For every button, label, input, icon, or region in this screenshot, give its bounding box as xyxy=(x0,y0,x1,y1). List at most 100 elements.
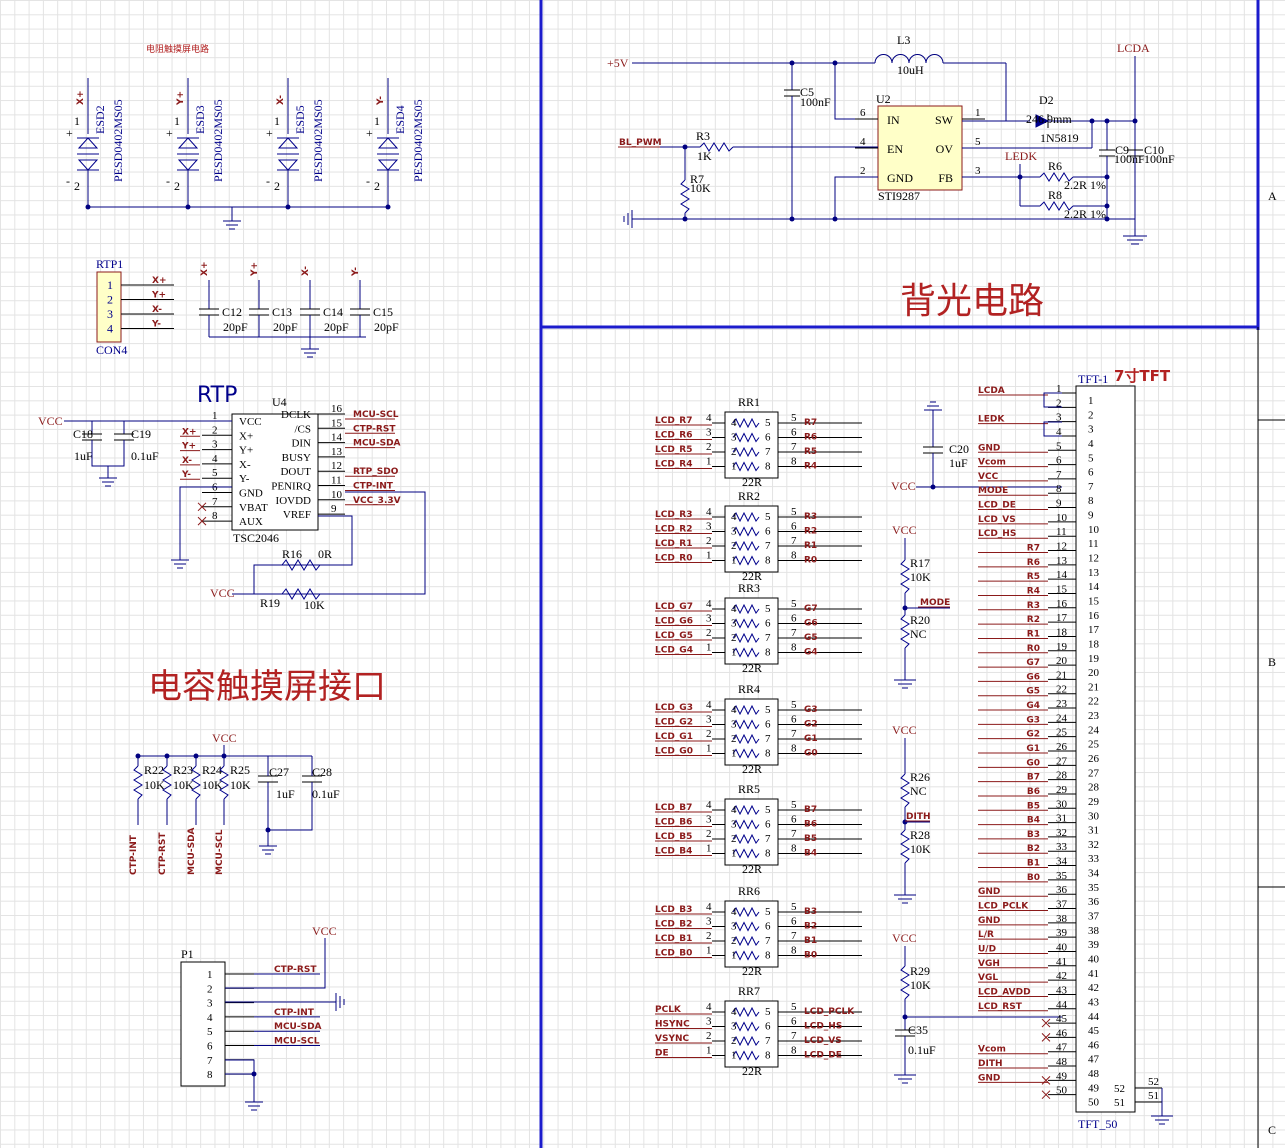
tft-net-label: R2 xyxy=(1027,615,1040,625)
resistor-array-inner-left: 3 xyxy=(731,921,737,933)
u2-left-pin-name: EN xyxy=(887,142,903,156)
u4-right-pin-name: VREF xyxy=(283,509,311,521)
p1-vcc-wire xyxy=(225,938,326,989)
u4-right-pin-number: 16 xyxy=(331,403,343,415)
resistor-array-element xyxy=(732,833,760,845)
tft-pin-inner-number: 14 xyxy=(1088,581,1100,593)
r28-ground-symbol xyxy=(894,894,916,904)
resistor-array-inner-left: 3 xyxy=(731,1021,737,1033)
tft-net-label: G4 xyxy=(1026,701,1040,711)
resistor-array-left-pin-number: 2 xyxy=(706,930,712,942)
tft-pin-inner-number: 46 xyxy=(1088,1039,1100,1051)
tft-pin-inner-number: 50 xyxy=(1088,1097,1100,1109)
tft-pin-inner-number: 30 xyxy=(1088,810,1100,822)
tft-pin-inner-number: 6 xyxy=(1088,467,1094,479)
tft-pin-outer-number: 14 xyxy=(1056,569,1068,581)
tft-pin-inner-number: 45 xyxy=(1088,1025,1100,1037)
u2-left-pin-number: 6 xyxy=(860,107,866,119)
tft-pin-inner-number: 5 xyxy=(1088,452,1094,464)
tft-pin-outer-number: 45 xyxy=(1056,1013,1068,1025)
u2-right-pin-number: 3 xyxy=(975,165,981,177)
resistor-array-right-pin-number: 5 xyxy=(791,799,797,811)
tft-pin-outer-number: 19 xyxy=(1056,641,1068,653)
resistor-array-right-pin-number: 7 xyxy=(791,930,797,942)
tft-pin-inner-number: 12 xyxy=(1088,553,1099,565)
resistor-array-left-pin-number: 1 xyxy=(706,1045,712,1057)
tft-no-connect-mark xyxy=(1041,1090,1051,1100)
u4-left-pin-number: 1 xyxy=(212,410,218,422)
resistor-array-right-pin-number: 6 xyxy=(791,521,797,533)
zone-label-b: B xyxy=(1268,655,1276,669)
resistor-array-right-pin-number: 5 xyxy=(791,506,797,518)
tft-net-label: U/D xyxy=(978,944,996,954)
resistor-array-inner-right: 5 xyxy=(765,417,771,429)
pullup-value: 10K xyxy=(230,778,251,792)
tft-pin34-wire xyxy=(1043,421,1062,437)
resistor-array-inner-left: 2 xyxy=(731,446,737,458)
resistor-array-right-net: G3 xyxy=(804,705,818,715)
resistor-array-right-net: B6 xyxy=(804,820,817,830)
tft-no-connect-mark xyxy=(1041,1018,1051,1028)
resistor-array-left-pin-number: 2 xyxy=(706,441,712,453)
resistor-array-left-net: LCD_R2 xyxy=(655,525,693,535)
resistor-array-left-net: LCD_B7 xyxy=(655,803,692,813)
r19-value: 10K xyxy=(304,598,325,612)
tft-net-label: B4 xyxy=(1027,816,1040,826)
resistor-array-left-pin-number: 1 xyxy=(706,843,712,855)
r8-junction xyxy=(1104,203,1110,209)
resistor-array-inner-right: 8 xyxy=(765,848,771,860)
pullup-ref: R22 xyxy=(144,763,164,777)
u4-right-net-label: CTP-INT xyxy=(353,482,394,492)
tft-pin-inner-number: 47 xyxy=(1088,1054,1100,1066)
resistor-array-inner-left: 1 xyxy=(731,555,737,567)
pullup-net-label: CTP-RST xyxy=(158,832,168,875)
resistor-array-left-pin-number: 4 xyxy=(706,1001,712,1013)
tft-pin-inner-number: 23 xyxy=(1088,710,1100,722)
rtp1-pin-number: 2 xyxy=(107,293,113,307)
resistor-array-element xyxy=(732,647,760,658)
ov-junction xyxy=(1089,118,1095,124)
tft-net-label: B6 xyxy=(1027,787,1040,797)
tft-pin-outer-number: 2 xyxy=(1056,397,1062,409)
resistor-array-left-pin-number: 4 xyxy=(706,699,712,711)
tft-pin-outer-number: 6 xyxy=(1056,455,1062,467)
resistor-array-right-net: R5 xyxy=(804,447,817,457)
filter-cap-ref: C13 xyxy=(272,305,292,319)
resistor-array-left-net: LCD_B3 xyxy=(655,905,692,915)
tft-net-label: G0 xyxy=(1026,758,1040,768)
pullup-cap-ground-wire xyxy=(267,782,313,831)
u4-left-pin-name: Y- xyxy=(239,473,250,485)
resistor-array-right-pin-number: 7 xyxy=(791,535,797,547)
c20-junction xyxy=(930,484,936,490)
tft-net-label: R3 xyxy=(1027,601,1040,611)
r3-ref: R3 xyxy=(696,129,710,143)
pullup-net-label: MCU-SCL xyxy=(215,829,225,875)
u4-left-pin-number: 2 xyxy=(212,424,218,436)
u4-right-pin-name: DIN xyxy=(291,438,311,450)
u4-ic-body xyxy=(231,413,319,531)
resistor-array-inner-right: 6 xyxy=(765,819,771,831)
r29-value: 10K xyxy=(910,978,931,992)
resistor-array-right-net: R2 xyxy=(804,527,817,537)
resistor-array-left-net: LCD_G6 xyxy=(655,617,693,627)
u4-right-pin-number: 12 xyxy=(331,460,342,472)
tft-pin-inner-number: 21 xyxy=(1088,681,1099,693)
p1-pin-number: 4 xyxy=(207,1012,213,1024)
tft-pin-outer-number: 35 xyxy=(1056,870,1068,882)
tft-pin-inner-number: 28 xyxy=(1088,782,1100,794)
resistor-array-body xyxy=(724,798,779,866)
resistor-array-left-net: LCD_G7 xyxy=(655,602,693,612)
c20-value: 1uF xyxy=(949,456,968,470)
bl-pwm-label: BL_PWM xyxy=(619,138,662,148)
resistor-array-inner-left: 2 xyxy=(731,1035,737,1047)
resistor-array-right-net: G5 xyxy=(804,633,818,643)
esd-plus-sign: + xyxy=(266,126,273,140)
pullup-vcc-label: VCC xyxy=(212,731,237,745)
esd-pin-number: 1 xyxy=(274,114,280,128)
pullup-resistor xyxy=(133,765,143,800)
resistor-array-right-pin-number: 7 xyxy=(791,1030,797,1042)
resistor-array-right-pin-number: 8 xyxy=(791,743,797,755)
r28-resistor xyxy=(900,829,910,864)
